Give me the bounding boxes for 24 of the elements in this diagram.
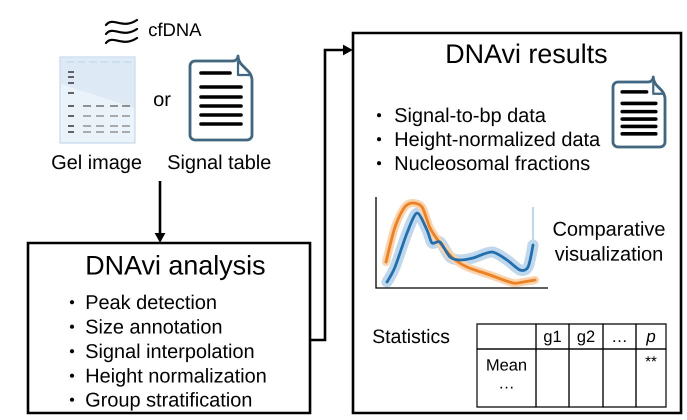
process-box: [26, 242, 312, 414]
image-caption: Signal table: [168, 154, 270, 174]
box-title: DNAvi results: [447, 44, 607, 64]
icon-label: cfDNA: [148, 22, 202, 36]
chart-caption: Comparative visualization: [554, 221, 665, 261]
list-item: Nucleosomal fractions: [396, 156, 590, 170]
list-item: Signal interpolation: [86, 344, 254, 362]
list-item: Signal-to-bp data: [395, 108, 546, 126]
table-cell: Mean …: [476, 348, 537, 408]
list-item: Group stratification: [86, 392, 252, 411]
list-item: Size annotation: [86, 319, 222, 334]
list-item: Height normalization: [86, 368, 266, 387]
table-cell: …: [602, 323, 637, 350]
table-cell: g1: [535, 323, 570, 350]
table-cell: p: [635, 323, 667, 350]
results-panel: [352, 32, 682, 414]
table-cell: **: [635, 348, 667, 408]
section-label: Statistics: [373, 328, 450, 344]
list-item: Height-normalized data: [396, 132, 600, 150]
label-text: or: [154, 95, 171, 106]
box-title: DNAvi analysis: [87, 255, 265, 280]
table-cell: g2: [568, 323, 604, 350]
image-caption: Gel image: [52, 154, 142, 174]
list-item: Peak detection: [86, 294, 216, 310]
